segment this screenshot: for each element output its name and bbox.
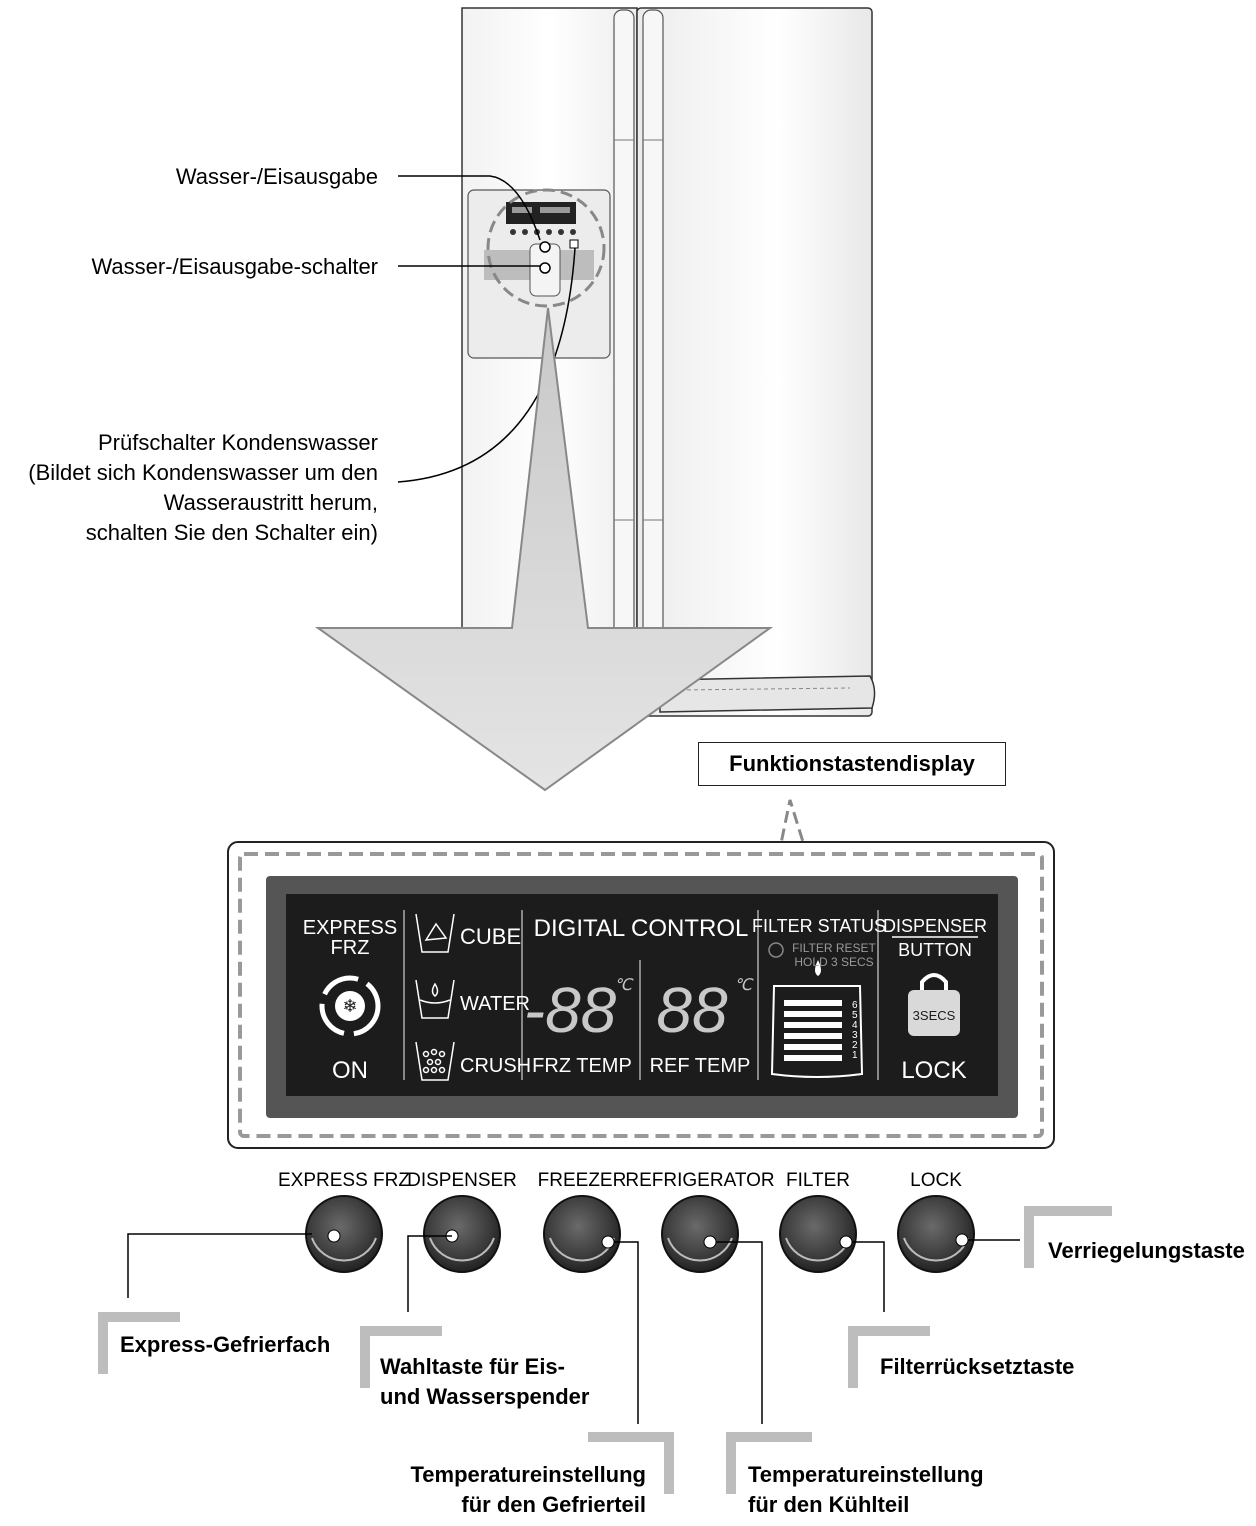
button-label-refrigerator: REFRIGERATOR xyxy=(625,1170,774,1191)
button-label-express-frz: EXPRESS FRZ xyxy=(278,1170,410,1191)
callout-freezer-temp-1: Temperatureinstellung xyxy=(410,1462,646,1487)
express-frz-button[interactable] xyxy=(305,1195,383,1273)
display-texts: EXPRESS FRZ ON CUBE WATER CRUSH DIGITAL … xyxy=(303,915,987,1084)
display-screen xyxy=(286,894,998,1096)
control-panel: ❄ xyxy=(227,841,1055,1149)
dispenser-button-label-2: BUTTON xyxy=(898,940,972,960)
callout-express: Express-Gefrierfach xyxy=(120,1332,331,1357)
panel-title: Funktionstastendisplay xyxy=(698,742,1006,786)
lock-label: LOCK xyxy=(901,1057,966,1084)
filter-level-1: 1 xyxy=(852,1050,858,1061)
lock-icon xyxy=(908,973,960,1036)
button-label-filter: FILTER xyxy=(786,1170,850,1191)
express-frz-label-2: FRZ xyxy=(331,937,370,959)
water-label: WATER xyxy=(460,993,530,1015)
callout-condensation-4: schalten Sie den Schalter ein) xyxy=(85,520,378,545)
fridge-digits: 88 xyxy=(656,974,728,1046)
callout-freezer-temp-2: für den Gefrierteil xyxy=(461,1492,646,1517)
fridge-door xyxy=(636,7,873,717)
express-on-label: ON xyxy=(332,1057,368,1084)
crush-label: CRUSH xyxy=(460,1055,531,1077)
callout-fridge-temp-2: für den Kühlteil xyxy=(748,1492,910,1517)
crush-icon xyxy=(415,1041,455,1081)
digital-control-label: DIGITAL CONTROL xyxy=(534,915,749,942)
title-pointer xyxy=(776,799,810,859)
callout-condensation-3: Wasseraustritt herum, xyxy=(163,490,378,515)
fridge-handle xyxy=(642,9,664,651)
callout-brackets xyxy=(98,1206,1112,1494)
callout-lock: Verriegelungstaste xyxy=(1048,1238,1245,1263)
top-leader-lines xyxy=(397,175,576,483)
cube-icon xyxy=(415,913,455,953)
svg-text:❄: ❄ xyxy=(342,996,357,1016)
express-frz-label-1: EXPRESS xyxy=(303,917,397,939)
dispenser-button[interactable] xyxy=(423,1195,501,1273)
filter-level-6: 6 xyxy=(852,1000,858,1011)
button-label-lock: LOCK xyxy=(910,1170,962,1191)
hold-3-secs-label: HOLD 3 SECS xyxy=(794,955,873,969)
fridge-unit: ℃ xyxy=(734,977,754,994)
freezer-unit: ℃ xyxy=(614,977,634,994)
filter-level-3: 3 xyxy=(852,1030,858,1041)
bottom-leader-lines xyxy=(127,1233,1020,1424)
filter-level-5: 5 xyxy=(852,1010,858,1021)
filter-reset-icon xyxy=(768,942,784,958)
callout-dispenser: Wasser-/Eisausgabe xyxy=(175,164,378,189)
zoom-arrow xyxy=(314,307,774,792)
button-label-dispenser: DISPENSER xyxy=(407,1170,517,1191)
freezer-digits: -88 xyxy=(524,974,617,1046)
cube-label: CUBE xyxy=(460,924,521,949)
water-icon xyxy=(415,979,455,1019)
callout-dispenser-switch: Wasser-/Eisausgabe-schalter xyxy=(91,254,378,279)
filter-button[interactable] xyxy=(779,1195,857,1273)
filter-status-label: FILTER STATUS xyxy=(752,916,886,936)
callout-dispenser-select-2: und Wasserspender xyxy=(380,1384,590,1409)
callout-filter-reset: Filterrücksetztaste xyxy=(880,1354,1075,1379)
filter-level-4: 4 xyxy=(852,1020,858,1031)
express-frz-icon: ❄ xyxy=(319,975,381,1037)
dispenser-button-label-1: DISPENSER xyxy=(883,916,987,936)
callout-condensation-2: (Bildet sich Kondenswasser um den xyxy=(28,460,378,485)
filter-level-2: 2 xyxy=(852,1040,858,1051)
lock-secs-label: 3SECS xyxy=(913,1008,956,1023)
filter-reset-label: FILTER RESET xyxy=(792,941,876,955)
button-labels: EXPRESS FRZ DISPENSER FREEZER REFRIGERAT… xyxy=(278,1170,962,1191)
filter-level-gauge xyxy=(770,960,864,1078)
ref-temp-label: REF TEMP xyxy=(650,1055,751,1077)
callout-condensation-1: Prüfschalter Kondenswasser xyxy=(97,430,378,455)
refrigerator-illustration xyxy=(461,7,876,717)
knobs xyxy=(305,1195,975,1273)
lock-button[interactable] xyxy=(897,1195,975,1273)
button-label-freezer: FREEZER xyxy=(538,1170,627,1191)
freezer-handle xyxy=(613,9,635,651)
callout-fridge-temp-1: Temperatureinstellung xyxy=(748,1462,984,1487)
callout-dispenser-select-1: Wahltaste für Eis- xyxy=(380,1354,565,1379)
frz-temp-label: FRZ TEMP xyxy=(532,1055,632,1077)
refrigerator-button[interactable] xyxy=(661,1195,739,1273)
freezer-button[interactable] xyxy=(543,1195,621,1273)
